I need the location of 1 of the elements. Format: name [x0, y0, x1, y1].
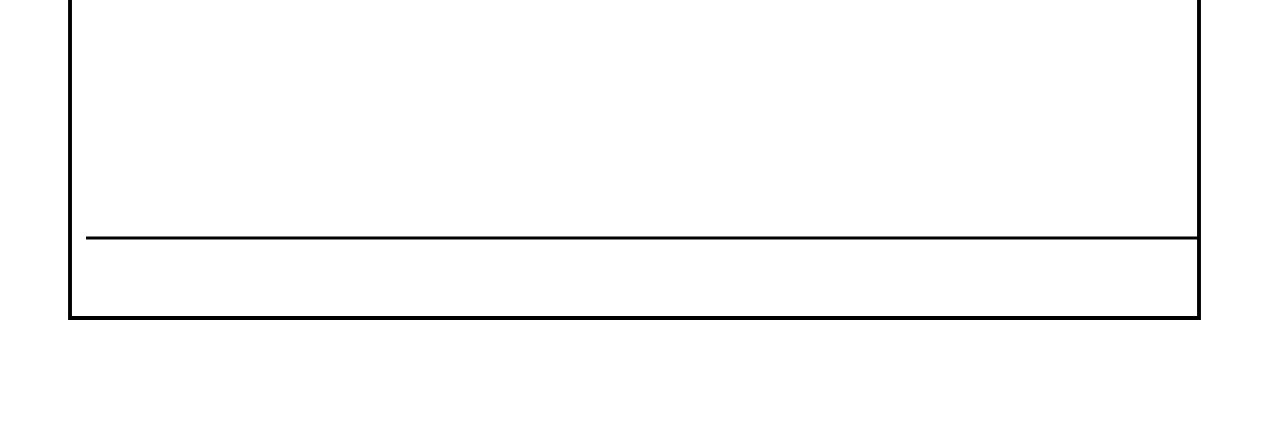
- tray-outline: [68, 0, 1201, 320]
